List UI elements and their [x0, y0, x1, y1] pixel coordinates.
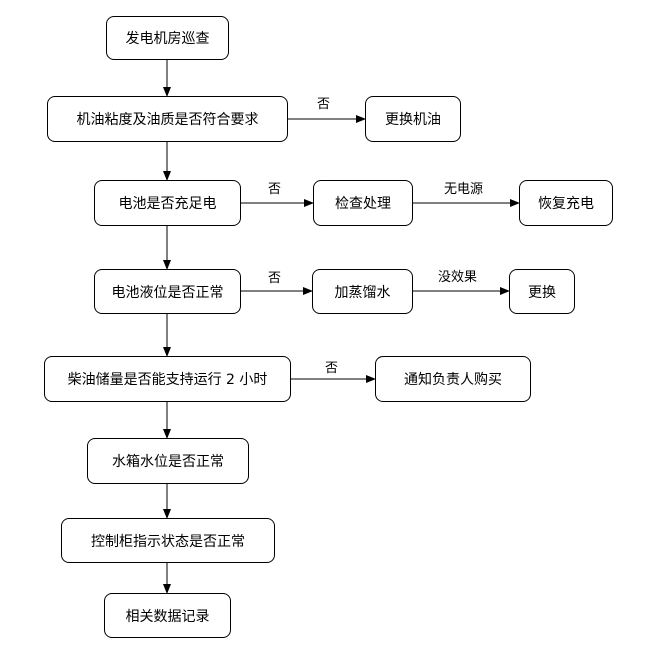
edge-label-no-power: 无电源 [444, 182, 484, 197]
node-restore-charging: 恢复充电 [519, 180, 613, 226]
node-control-cabinet-check: 控制柜指示状态是否正常 [61, 518, 275, 563]
node-oil-viscosity-check: 机油粘度及油质是否符合要求 [47, 96, 288, 142]
edge-label-no-oil: 否 [317, 97, 331, 112]
node-battery-charged-check: 电池是否充足电 [94, 180, 241, 226]
node-water-tank-level-check: 水箱水位是否正常 [87, 438, 249, 484]
node-battery-level-check: 电池液位是否正常 [94, 269, 241, 314]
node-replace: 更换 [509, 269, 575, 314]
node-inspect-handle: 检查处理 [313, 180, 413, 226]
edge-label-no-battery: 否 [268, 182, 282, 197]
edge-label-no-effect: 没效果 [438, 270, 478, 285]
edge-label-no-diesel: 否 [325, 361, 339, 376]
node-notify-purchase: 通知负责人购买 [375, 356, 531, 402]
node-data-record: 相关数据记录 [104, 593, 231, 638]
node-generator-room-patrol: 发电机房巡查 [106, 16, 229, 60]
node-add-distilled-water: 加蒸馏水 [312, 269, 413, 314]
node-diesel-reserve-check: 柴油储量是否能支持运行 2 小时 [44, 356, 291, 402]
edge-label-no-level: 否 [268, 271, 282, 286]
node-replace-oil: 更换机油 [365, 96, 461, 142]
